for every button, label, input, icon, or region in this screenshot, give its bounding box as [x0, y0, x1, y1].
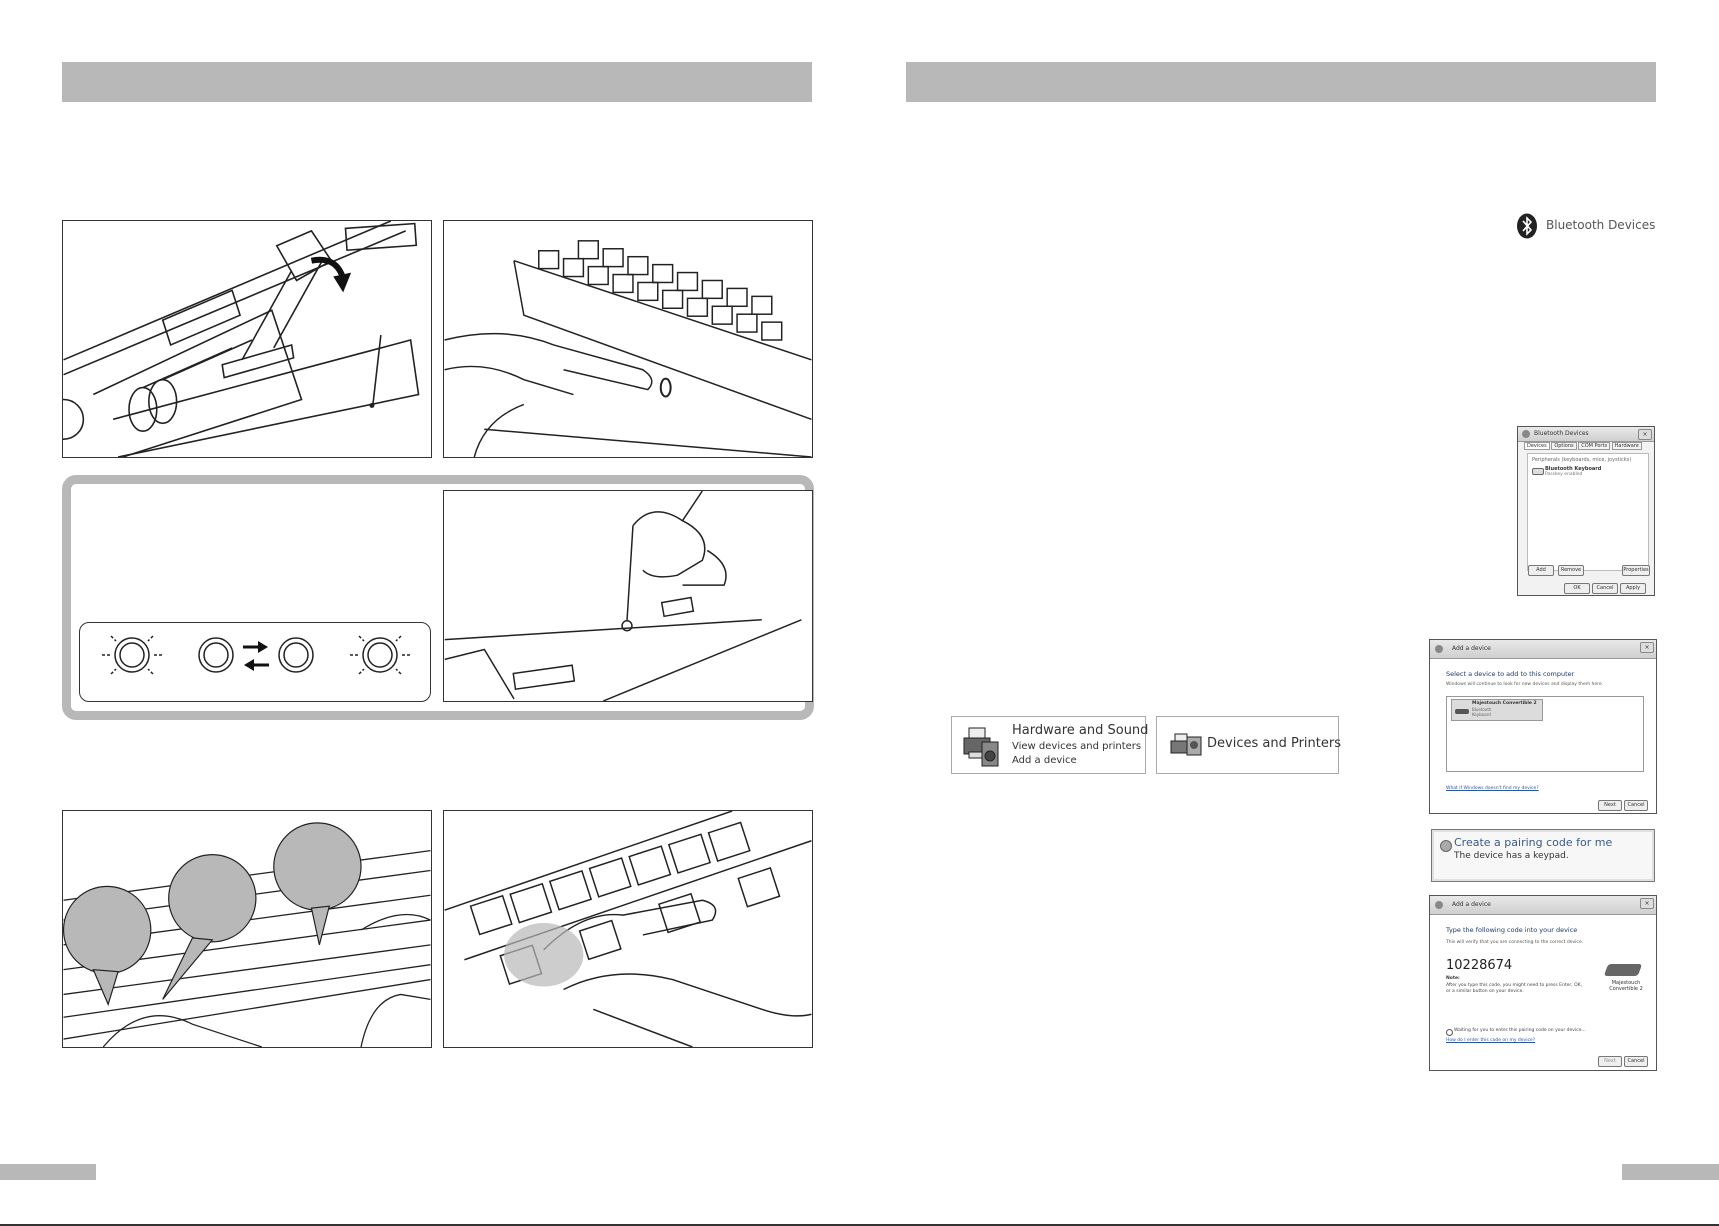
- properties-button[interactable]: Properties: [1622, 565, 1650, 576]
- next-button[interactable]: Next: [1598, 800, 1622, 811]
- add-device-titlebar: Add a device ×: [1430, 640, 1656, 659]
- left-page-footer-tab: [0, 1164, 96, 1180]
- device-label-line2: Convertible 2: [1609, 986, 1643, 992]
- enter-code-help-link[interactable]: How do I enter this code on my device?: [1446, 1038, 1536, 1043]
- add-device-link[interactable]: Add a device: [1012, 755, 1077, 766]
- found-device-type: Bluetooth: [1472, 707, 1492, 712]
- bluetooth-devices-dialog: Bluetooth Devices × Devices Options COM …: [1517, 426, 1655, 596]
- code-dialog-heading: Type the following code into your device: [1446, 926, 1578, 934]
- code-dialog-titlebar: Add a device ×: [1430, 896, 1656, 915]
- bluetooth-title-icon: [1522, 430, 1530, 438]
- devices-and-printers-tile[interactable]: Devices and Printers: [1156, 716, 1341, 774]
- close-icon[interactable]: ×: [1640, 898, 1654, 909]
- hardware-title[interactable]: Hardware and Sound: [1012, 723, 1149, 738]
- add-device-dialog: Add a device × Select a device to add to…: [1429, 639, 1657, 814]
- device-status: Passkey enabled: [1545, 472, 1583, 477]
- next-button[interactable]: Next: [1598, 1056, 1622, 1067]
- tab-com-ports[interactable]: COM Ports: [1578, 442, 1611, 450]
- right-section-header-bar: [906, 62, 1656, 102]
- keyboard-icon: [1455, 709, 1469, 714]
- power-switch-illustration: [443, 220, 813, 458]
- add-device-title: Add a device: [1452, 645, 1491, 652]
- apply-button[interactable]: Apply: [1620, 583, 1646, 594]
- bluetooth-icon: [1517, 213, 1537, 239]
- cancel-button[interactable]: Cancel: [1624, 800, 1648, 811]
- tab-devices[interactable]: Devices: [1524, 442, 1550, 450]
- option-arrow-icon: [1440, 840, 1452, 852]
- note-label: Note:: [1446, 976, 1460, 981]
- pairing-option-subtext: The device has a keypad.: [1454, 851, 1569, 861]
- close-icon[interactable]: ×: [1638, 429, 1652, 440]
- typing-balloons-illustration: [62, 810, 432, 1048]
- right-page-footer-tab: [1622, 1164, 1719, 1180]
- bottom-rule: [0, 1224, 1719, 1226]
- tab-hardware[interactable]: Hardware: [1611, 442, 1642, 450]
- waiting-spinner-icon: [1446, 1029, 1453, 1036]
- printer-speaker-icon: [963, 727, 999, 767]
- add-button[interactable]: Add: [1528, 565, 1554, 576]
- battery-illustration: [62, 220, 432, 458]
- pairing-code-option[interactable]: Create a pairing code for me The device …: [1431, 829, 1655, 882]
- found-device-kind: Keyboard: [1472, 712, 1491, 717]
- waiting-text: Waiting for you to enter this pairing co…: [1454, 1028, 1586, 1033]
- keyboard-side-drawing: [444, 240, 812, 457]
- bluetooth-devices-label: Bluetooth Devices: [1546, 218, 1656, 232]
- add-device-subtext: Windows will continue to look for new de…: [1446, 682, 1604, 687]
- keyboard-device-image: [1603, 964, 1643, 976]
- dialog-title: Bluetooth Devices: [1534, 430, 1589, 437]
- ok-button[interactable]: OK: [1564, 583, 1590, 594]
- add-device-heading: Select a device to add to this computer: [1446, 670, 1575, 678]
- key-press-illustration: [443, 810, 813, 1048]
- found-device-name: Majestouch Convertible 2: [1472, 701, 1537, 706]
- connect-button-illustration: [443, 490, 813, 702]
- cancel-button[interactable]: Cancel: [1592, 583, 1618, 594]
- back-arrow-icon[interactable]: [1435, 901, 1443, 909]
- left-section-header-bar: [62, 62, 812, 102]
- back-arrow-icon[interactable]: [1435, 645, 1443, 653]
- led-blink-diagram: [102, 635, 410, 675]
- remove-button[interactable]: Remove: [1558, 565, 1584, 576]
- pairing-code-dialog: Add a device × Type the following code i…: [1429, 895, 1657, 1071]
- connect-button-drawing: [444, 491, 802, 701]
- hardware-and-sound-tile[interactable]: Hardware and Sound View devices and prin…: [951, 716, 1149, 774]
- note-text: After you type this code, you might need…: [1446, 983, 1582, 994]
- found-device-item[interactable]: Majestouch Convertible 2 Bluetooth Keybo…: [1451, 699, 1543, 721]
- device-list: Peripherals (keyboards, mice, joysticks)…: [1527, 453, 1649, 571]
- close-icon[interactable]: ×: [1640, 642, 1654, 653]
- typing-balloons-drawing: [63, 822, 431, 1047]
- code-dialog-subtext: This will verify that you are connecting…: [1446, 940, 1584, 945]
- devices-printers-icon: [1170, 733, 1202, 756]
- code-dialog-title: Add a device: [1452, 901, 1491, 908]
- device-name: Bluetooth Keyboard: [1545, 466, 1602, 472]
- device-results-list: Majestouch Convertible 2 Bluetooth Keybo…: [1446, 696, 1644, 772]
- dialog-tabs: Devices Options COM Ports Hardware: [1524, 442, 1642, 450]
- bluetooth-devices-shortcut[interactable]: Bluetooth Devices: [1516, 213, 1655, 239]
- devices-printers-label[interactable]: Devices and Printers: [1207, 736, 1341, 751]
- led-indicator-box: [79, 622, 431, 702]
- device-label-line1: Majestouch: [1611, 980, 1641, 986]
- battery-drawing: [63, 221, 420, 457]
- pairing-code-value: 10228674: [1446, 958, 1513, 973]
- pairing-option-title[interactable]: Create a pairing code for me: [1454, 836, 1613, 849]
- device-not-found-link[interactable]: What if Windows doesn't find my device?: [1446, 786, 1539, 791]
- peripherals-group-label: Peripherals (keyboards, mice, joysticks): [1532, 457, 1632, 463]
- keyboard-icon: [1532, 468, 1544, 475]
- view-devices-link[interactable]: View devices and printers: [1012, 741, 1142, 752]
- key-press-drawing: [444, 811, 812, 1047]
- cancel-button[interactable]: Cancel: [1624, 1056, 1648, 1067]
- tab-options[interactable]: Options: [1551, 442, 1577, 450]
- dialog-titlebar: Bluetooth Devices ×: [1518, 427, 1654, 442]
